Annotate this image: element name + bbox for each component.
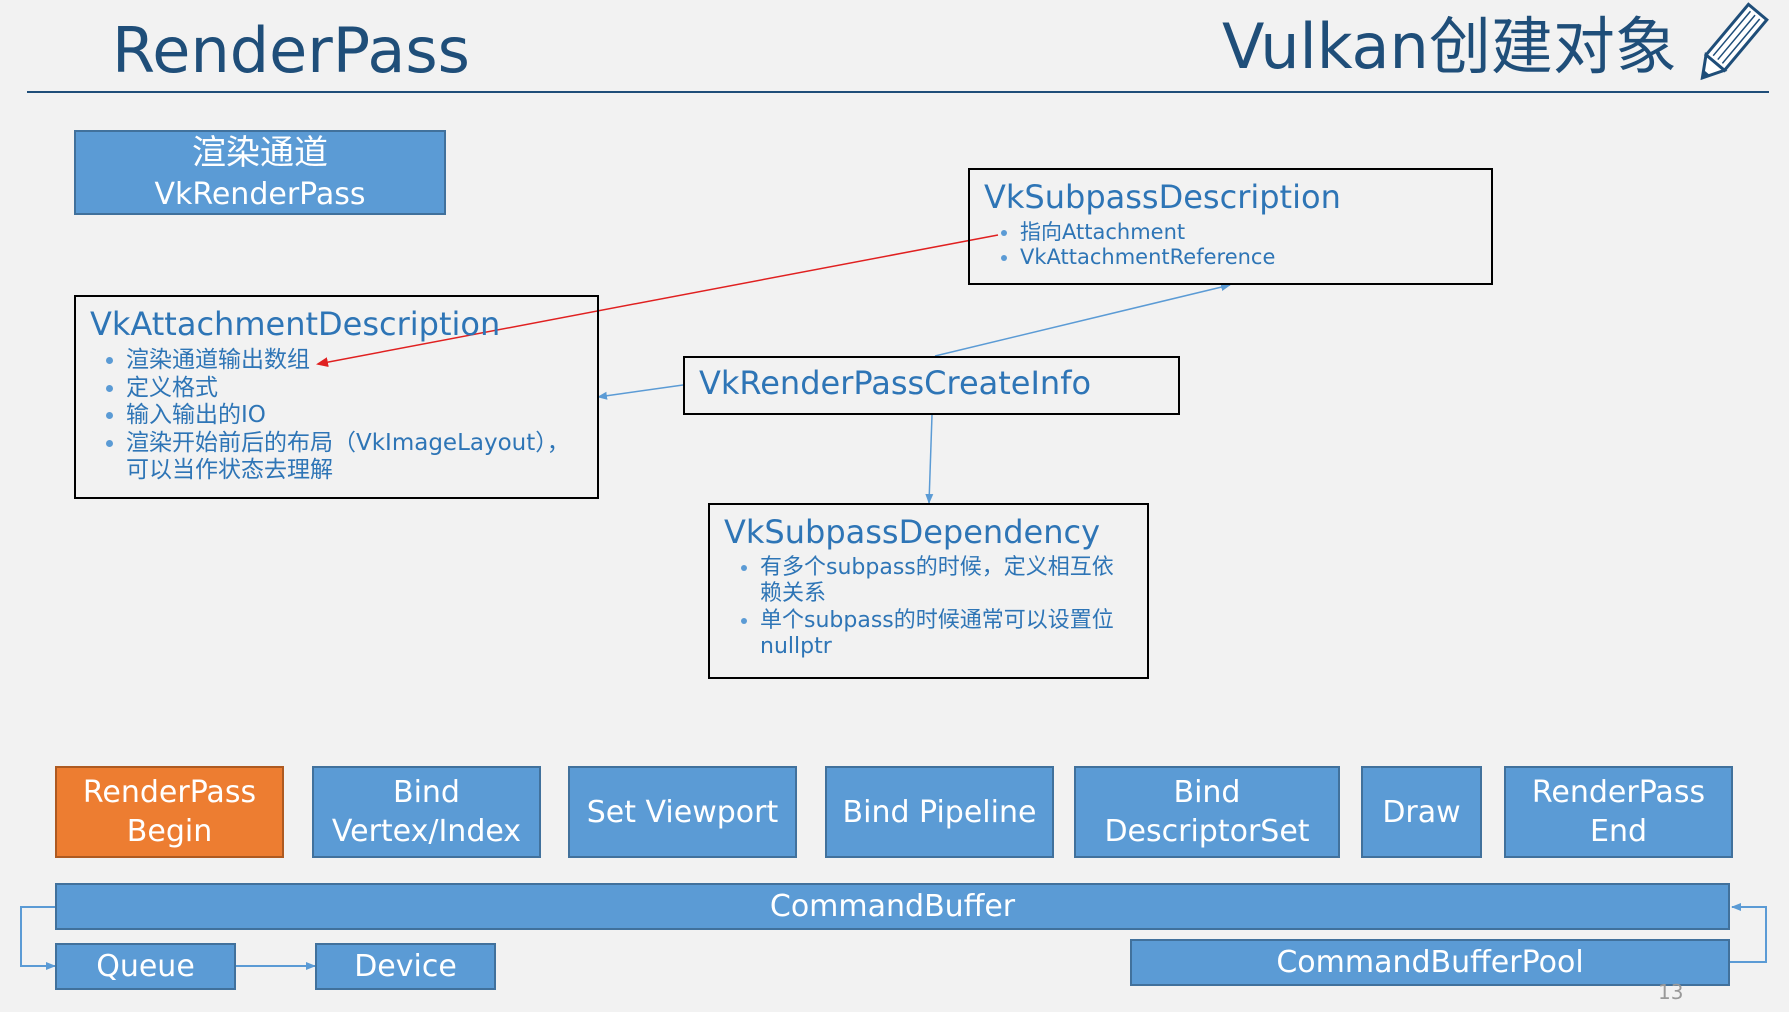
arrow-createinfo-to-subpass: [934, 283, 1231, 357]
attachment-description-title: VkAttachmentDescription: [90, 305, 501, 343]
step-label: RenderPass: [82, 775, 257, 810]
command-buffer-bar: CommandBuffer: [55, 883, 1730, 930]
step-label: Vertex/Index: [331, 814, 522, 849]
header-divider: [27, 91, 1769, 93]
subpass-dependency-box: VkSubpassDependency 有多个subpass的时候，定义相互依赖…: [708, 503, 1149, 679]
step-label: DescriptorSet: [1104, 814, 1310, 849]
render-pass-label: VkRenderPass: [154, 177, 366, 213]
render-pass-create-info-title: VkRenderPassCreateInfo: [699, 364, 1092, 402]
step-bind-pipeline: Bind Pipeline: [825, 766, 1054, 858]
subpass-description-box: VkSubpassDescription 指向Attachment VkAtta…: [968, 168, 1493, 285]
command-buffer-label: CommandBuffer: [769, 889, 1016, 924]
arrow-pool-to-commandbuffer: [1730, 903, 1767, 963]
step-bind-vertex-index: Bind Vertex/Index: [312, 766, 541, 858]
step-label: Begin: [126, 814, 213, 849]
step-label: Bind: [1173, 775, 1241, 810]
list-item: 单个subpass的时候通常可以设置位nullptr: [760, 608, 1135, 661]
render-pass-cn-label: 渲染通道: [192, 132, 328, 173]
step-label: End: [1589, 814, 1647, 849]
render-pass-box: 渲染通道 VkRenderPass: [74, 130, 446, 215]
device-box: Device: [315, 943, 496, 990]
step-label: Draw: [1382, 794, 1461, 830]
page-number: 13: [1658, 980, 1684, 1004]
step-draw: Draw: [1361, 766, 1482, 858]
list-item: VkAttachmentReference: [1020, 245, 1479, 270]
step-renderpass-begin: RenderPass Begin: [55, 766, 284, 858]
subpass-dependency-title: VkSubpassDependency: [724, 513, 1101, 551]
step-label: Bind Pipeline: [842, 794, 1037, 830]
list-item: 指向Attachment: [1020, 220, 1479, 245]
step-label: RenderPass: [1531, 775, 1706, 810]
list-item: 输入输出的IO: [126, 402, 585, 430]
list-item: 渲染通道输出数组: [126, 347, 585, 375]
command-buffer-pool-label: CommandBufferPool: [1276, 945, 1584, 980]
device-label: Device: [354, 949, 457, 984]
attachment-description-box: VkAttachmentDescription 渲染通道输出数组 定义格式 输入…: [74, 295, 599, 499]
subpass-description-title: VkSubpassDescription: [984, 178, 1341, 216]
attachment-description-list: 渲染通道输出数组 定义格式 输入输出的IO 渲染开始前后的布局（VkImageL…: [90, 347, 585, 485]
subpass-description-list: 指向Attachment VkAttachmentReference: [984, 220, 1479, 270]
step-bind-descriptor-set: Bind DescriptorSet: [1074, 766, 1340, 858]
queue-box: Queue: [55, 943, 236, 990]
step-label: Bind: [393, 775, 460, 810]
step-label: Set Viewport: [586, 794, 779, 830]
pencil-icon: [1690, 0, 1770, 90]
step-renderpass-end: RenderPass End: [1504, 766, 1733, 858]
arrow-commandbuffer-to-queue: [20, 906, 56, 970]
section-title: Vulkan创建对象: [1222, 10, 1677, 83]
step-set-viewport: Set Viewport: [568, 766, 797, 858]
arrow-createinfo-to-attachment: [597, 384, 684, 400]
list-item: 渲染开始前后的布局（VkImageLayout），可以当作状态去理解: [126, 430, 585, 485]
list-item: 定义格式: [126, 375, 585, 403]
subpass-dependency-list: 有多个subpass的时候，定义相互依赖关系 单个subpass的时候通常可以设…: [724, 555, 1135, 661]
arrow-subpass-to-attachment: [316, 234, 999, 368]
list-item: 有多个subpass的时候，定义相互依赖关系: [760, 555, 1135, 608]
render-pass-create-info-box: VkRenderPassCreateInfo: [683, 356, 1180, 415]
page-title: RenderPass: [112, 14, 470, 87]
command-buffer-pool-box: CommandBufferPool: [1130, 939, 1730, 986]
arrow-createinfo-to-dependency: [925, 414, 934, 504]
queue-label: Queue: [96, 949, 195, 984]
